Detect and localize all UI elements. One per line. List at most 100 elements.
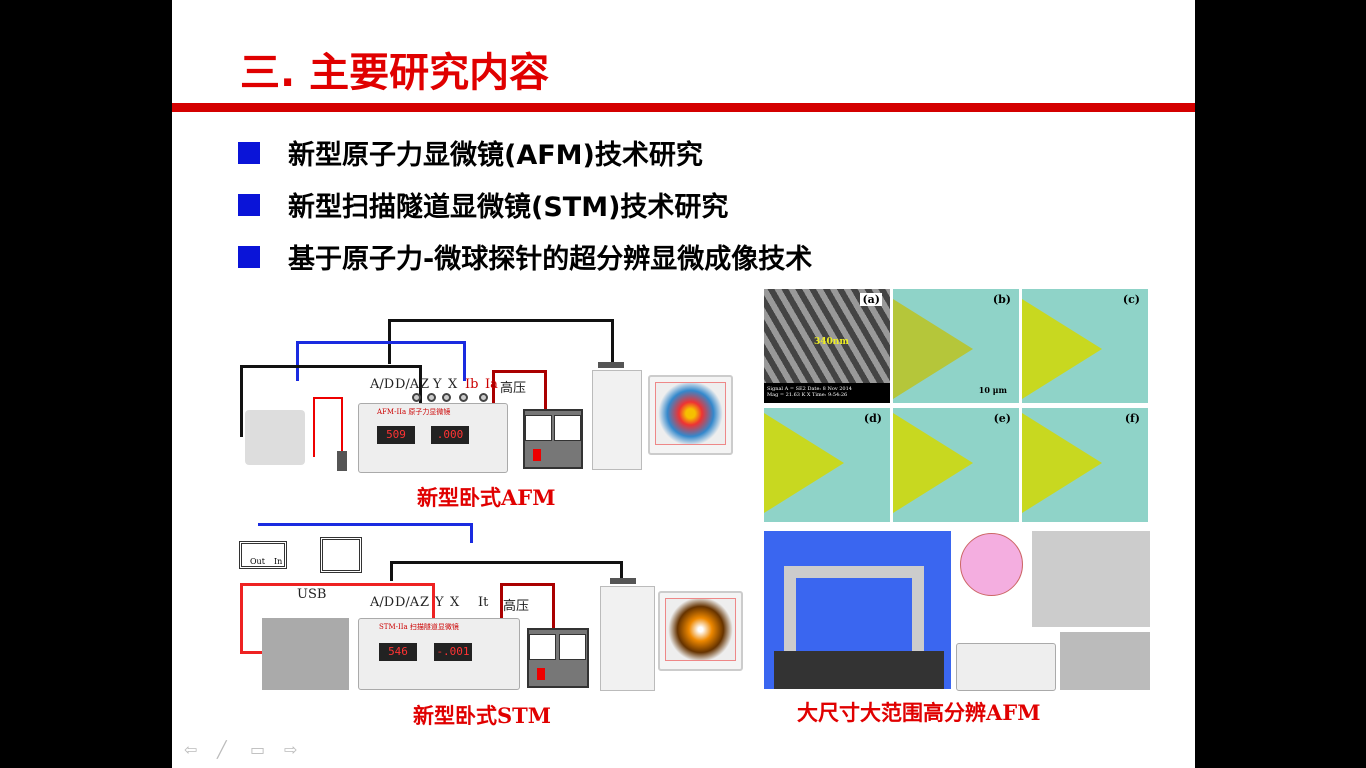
label-ia: Ia (485, 377, 498, 392)
bullet-square-icon (238, 245, 260, 268)
pen-icon[interactable]: ╱ (217, 740, 227, 759)
label-ib: Ib (465, 377, 479, 392)
bullet-item: 基于原子力-微球探针的超分辨显微成像技术 (238, 237, 812, 276)
label-ad: A/D (370, 377, 395, 392)
power-switch (537, 668, 545, 680)
large-afm-caption: 大尺寸大范围高分辨AFM (797, 700, 1041, 725)
label-out: Out (250, 557, 265, 566)
panel-label: (f) (1124, 412, 1140, 425)
optical-table (774, 651, 944, 689)
label-in: In (274, 557, 283, 566)
label-high-voltage: 高压 (503, 599, 530, 614)
bullet-item: 新型扫描隧道显微镜(STM)技术研究 (238, 185, 728, 224)
arrow-right-icon[interactable]: ⇨ (284, 740, 298, 759)
switch-box (337, 451, 347, 471)
gantry (784, 566, 924, 666)
terminal (427, 393, 436, 402)
bullet-text: 新型原子力显微镜(AFM)技术研究 (288, 140, 703, 171)
terminal (479, 393, 488, 402)
bullet-square-icon (238, 141, 260, 164)
bullet-item: 新型原子力显微镜(AFM)技术研究 (238, 133, 703, 172)
micrograph: (d) (764, 408, 890, 522)
menu-icon[interactable]: ▭ (250, 740, 266, 759)
sem-info-bar: Signal A = SE2 Date: 8 Nov 2014 Mag = 21… (764, 383, 890, 403)
afm-controller-photo (956, 643, 1056, 691)
panel-label: (b) (992, 293, 1011, 306)
high-voltage-supply (527, 628, 589, 688)
wire (258, 523, 473, 543)
computer-monitor (658, 591, 743, 671)
wire (313, 397, 343, 457)
arrow-left-icon[interactable]: ⇦ (184, 740, 198, 759)
slide: 三. 主要研究内容 新型原子力显微镜(AFM)技术研究 新型扫描隧道显微镜(ST… (172, 0, 1195, 768)
label-z: Z (420, 377, 430, 392)
label-usb: USB (297, 587, 327, 602)
wire (240, 651, 280, 654)
afm-images-grid (1032, 531, 1150, 627)
label-x: X (448, 377, 458, 392)
scale-bar-label: 10 μm (978, 385, 1007, 395)
computer-tower (592, 370, 642, 470)
label-da: D/A (395, 377, 420, 392)
computer-photo (1060, 632, 1150, 690)
sem-info: Mag = 21.63 K X Time: 9:54:26 (767, 392, 848, 398)
device-name: AFM-IIa 原子力显微镜 (377, 408, 451, 416)
afm-caption: 新型卧式AFM (417, 485, 556, 510)
display-readout: 546 (379, 643, 417, 661)
large-afm-photo (764, 531, 951, 689)
sem-image: (a) 340nm Signal A = SE2 Date: 8 Nov 201… (764, 289, 890, 403)
micrograph: (c) (1022, 289, 1148, 403)
label-y: Y (435, 595, 444, 610)
terminal (412, 393, 421, 402)
display-readout: 509 (377, 426, 415, 444)
display-readout: .000 (431, 426, 469, 444)
computer-monitor (648, 375, 733, 455)
panel-label: (a) (860, 293, 882, 306)
high-voltage-supply (523, 409, 583, 469)
label-high-voltage: 高压 (500, 381, 527, 396)
computer-tower (600, 586, 655, 691)
meter-icon (559, 634, 586, 660)
sem-scale-label: 340nm (814, 337, 849, 347)
connector (610, 578, 636, 584)
device-name: STM-IIa 扫描隧道显微镜 (379, 623, 459, 631)
label-ad: A/D (370, 595, 395, 610)
meter-icon (529, 634, 556, 660)
afm-scanner-head (245, 410, 305, 465)
stm-diagram: Out In USB A/D D/A Z Y X It 高压 STM-IIa 扫… (235, 523, 765, 733)
panel-label: (c) (1122, 293, 1140, 306)
micrograph: (b) 10 μm (893, 289, 1019, 403)
label-y: Y (433, 377, 442, 392)
usb-box: Out In (239, 541, 287, 569)
meter-icon (320, 537, 362, 573)
panel-label: (e) (993, 412, 1011, 425)
label-x: X (450, 595, 460, 610)
title-divider (172, 103, 1195, 112)
bullet-text: 新型扫描隧道显微镜(STM)技术研究 (288, 192, 729, 223)
wire (500, 583, 555, 643)
label-it: It (478, 595, 489, 610)
bullet-square-icon (238, 193, 260, 216)
panel-label: (d) (863, 412, 882, 425)
micrograph: (e) (893, 408, 1019, 522)
slide-title: 三. 主要研究内容 (240, 50, 550, 96)
display-readout: -.001 (434, 643, 472, 661)
power-switch (533, 449, 541, 461)
bullet-text: 基于原子力-微球探针的超分辨显微成像技术 (288, 244, 813, 275)
wire (296, 341, 466, 381)
meter-icon (525, 415, 552, 441)
terminal (459, 393, 468, 402)
stm-controller: STM-IIa 扫描隧道显微镜 546 -.001 (358, 618, 520, 690)
probe-zoom-inset (960, 533, 1023, 596)
stm-scanner-photo (262, 618, 349, 690)
wire (390, 561, 623, 581)
stm-caption: 新型卧式STM (413, 703, 552, 728)
afm-diagram: A/D D/A Z Y X Ib Ia 高压 AFM-IIa 原子力显微镜 50… (235, 315, 765, 515)
micrograph: (f) (1022, 408, 1148, 522)
terminal (442, 393, 451, 402)
label-da: D/A (395, 595, 420, 610)
wire (492, 370, 547, 425)
afm-controller: AFM-IIa 原子力显微镜 509 .000 (358, 403, 508, 473)
wire (240, 365, 243, 437)
connector (598, 362, 624, 368)
